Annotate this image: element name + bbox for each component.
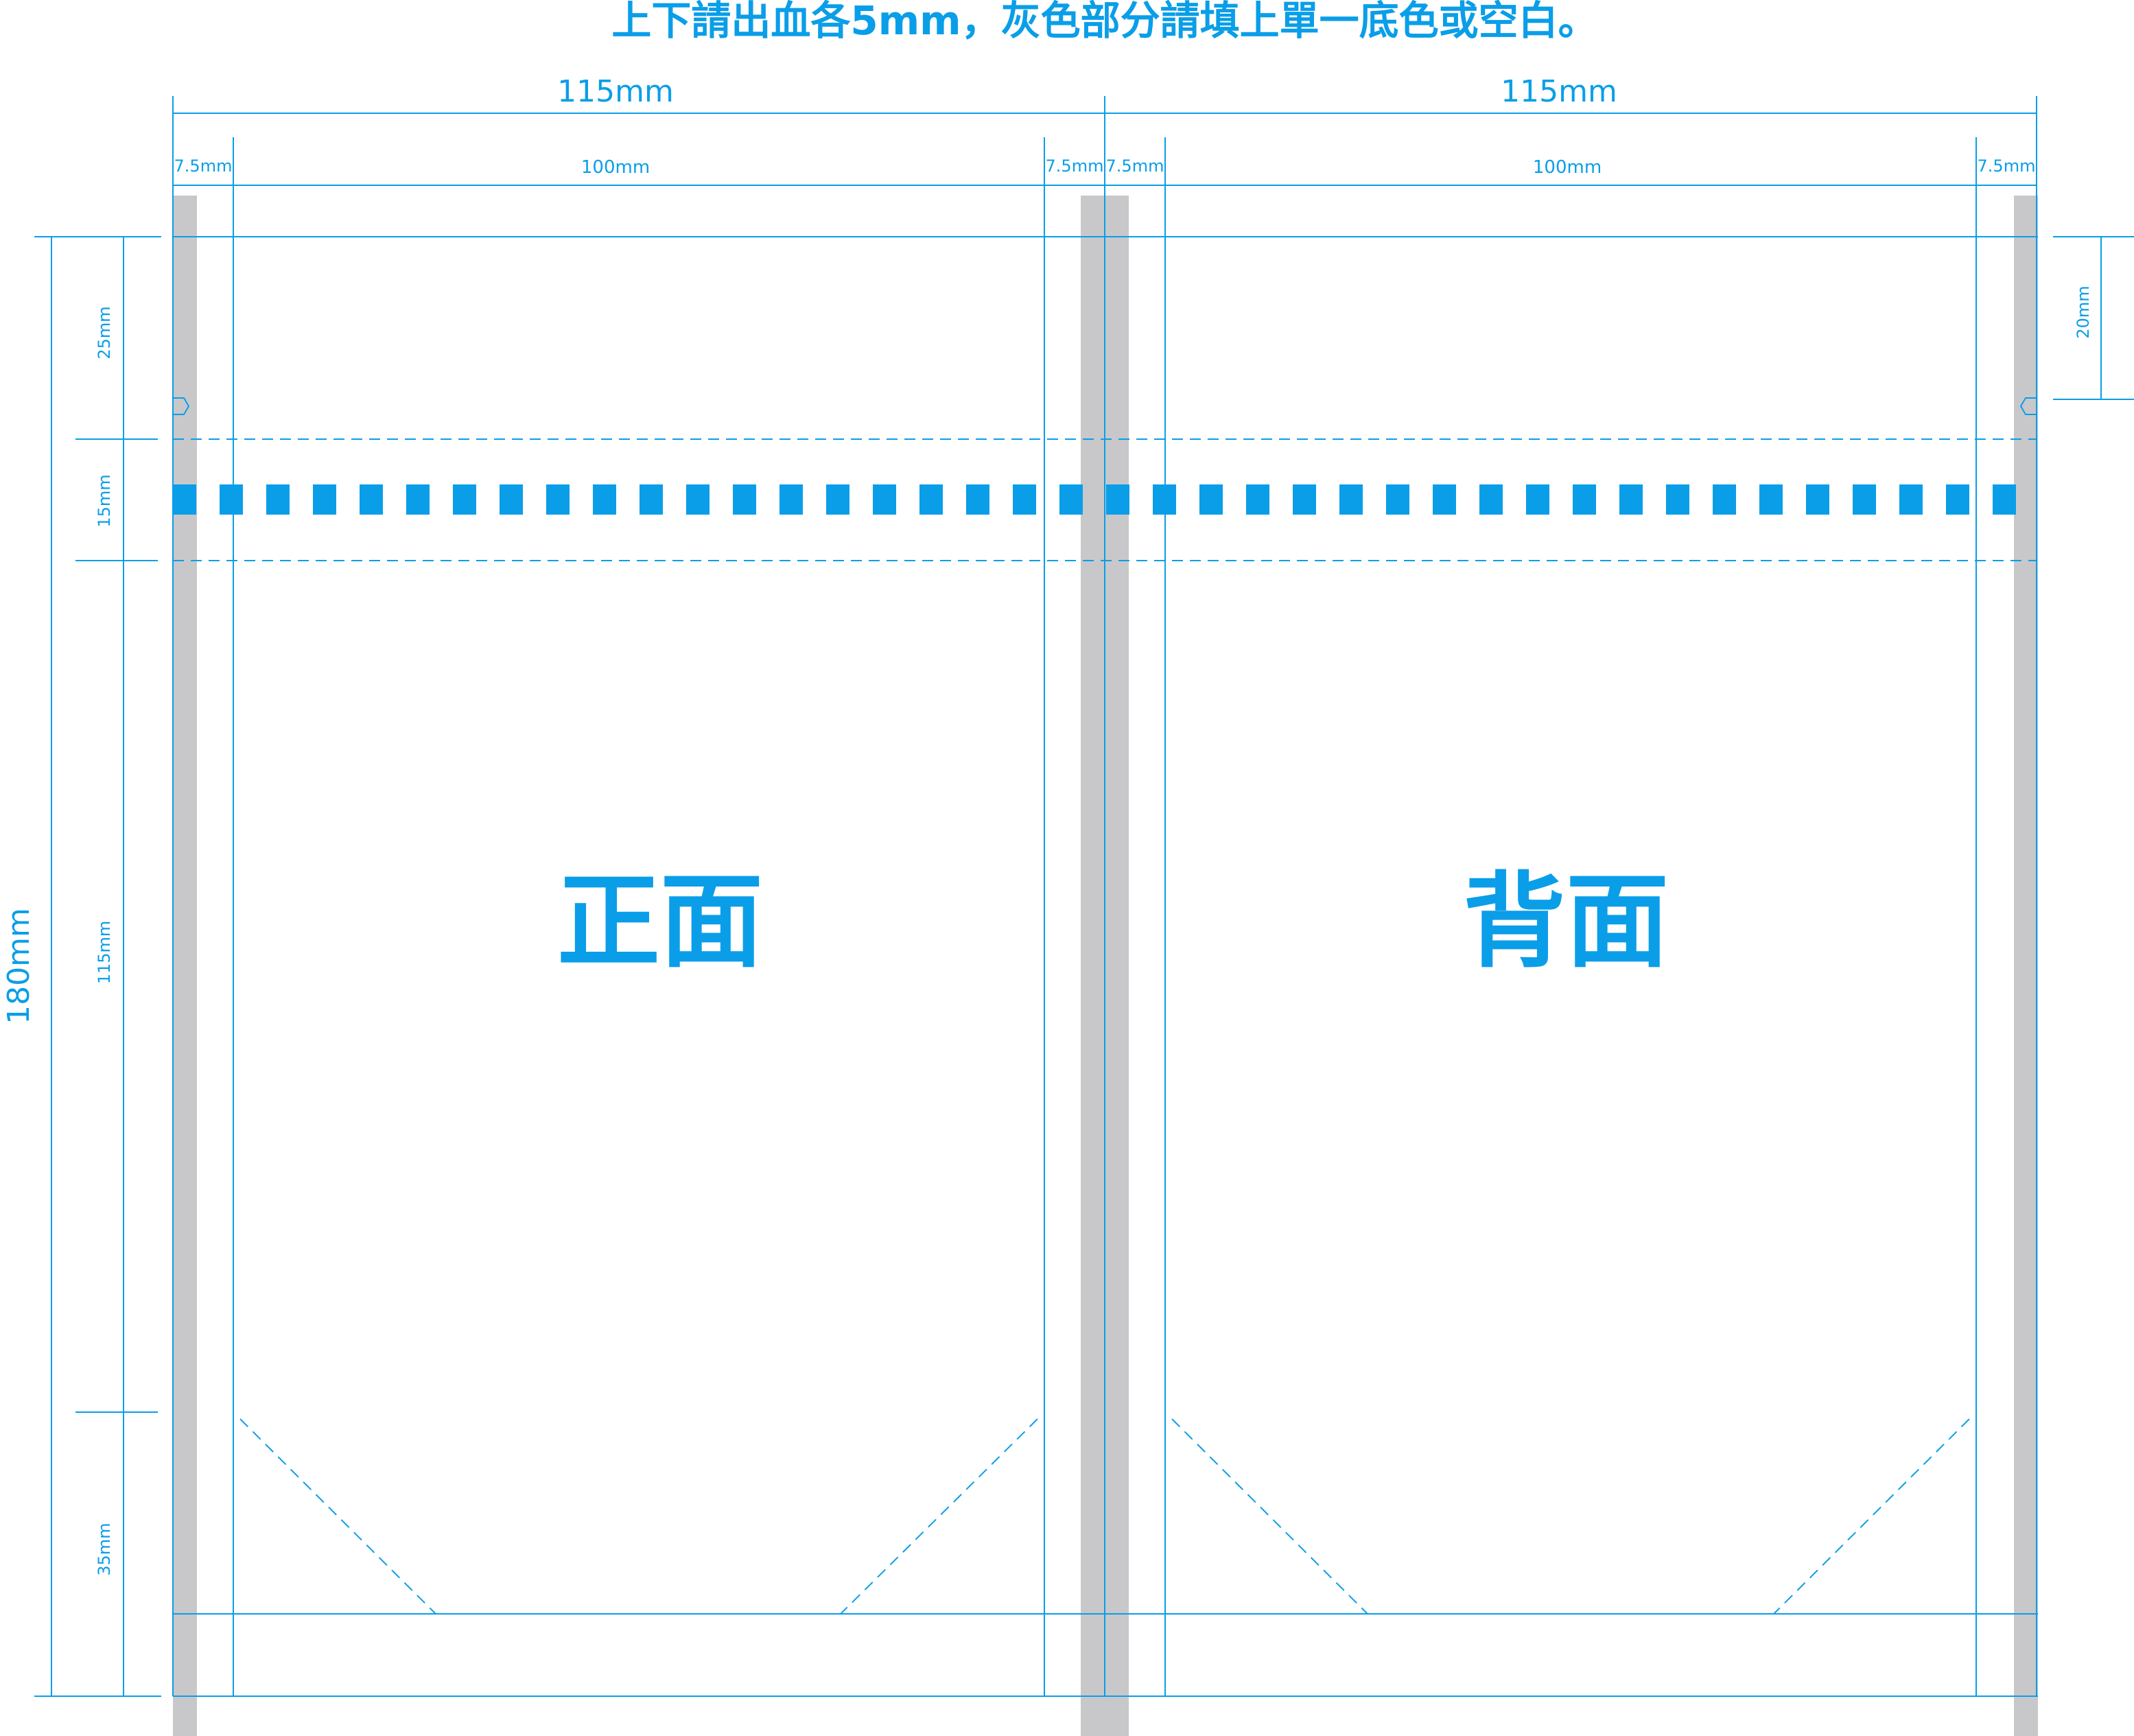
dim-front-panel-width: 115mm xyxy=(557,74,674,109)
dim-bottom-gusset: 35mm xyxy=(95,1523,114,1575)
dim-margin-2: 7.5mm xyxy=(1046,156,1104,176)
dim-inner-back: 100mm xyxy=(1533,157,1602,178)
right-dimension-lines xyxy=(2053,236,2134,400)
dieline-outline xyxy=(172,96,2038,1697)
dim-back-panel-width: 115mm xyxy=(1501,74,1617,109)
hang-hole-notch-left-icon xyxy=(173,397,190,415)
dim-hang-hole: 20mm xyxy=(2074,285,2093,338)
back-panel-label: 背面 xyxy=(1463,863,1669,982)
dim-top-section: 25mm xyxy=(95,306,114,359)
dim-margin-4: 7.5mm xyxy=(1978,156,2036,176)
gray-strip-right xyxy=(2014,196,2038,1736)
top-dimension-lines xyxy=(173,113,2037,220)
hang-hole-notch-right-icon xyxy=(2019,397,2037,415)
dim-body-section: 115mm xyxy=(95,921,114,985)
bottom-gusset-folds xyxy=(233,1412,1977,1615)
front-panel-label: 正面 xyxy=(557,863,763,982)
dim-margin-3: 7.5mm xyxy=(1106,156,1164,176)
instruction-title: 上下請出血各5mm，灰色部分請填上單一底色或空白。 xyxy=(611,0,1597,44)
dim-zipper-band: 15mm xyxy=(95,474,114,527)
dim-inner-front: 100mm xyxy=(581,157,650,178)
dim-margin-1: 7.5mm xyxy=(174,156,233,176)
dim-total-height: 180mm xyxy=(1,908,36,1024)
tear-dashed-lines xyxy=(173,438,2037,561)
left-dimension-lines xyxy=(34,236,161,1697)
gray-strip-left xyxy=(173,196,197,1736)
